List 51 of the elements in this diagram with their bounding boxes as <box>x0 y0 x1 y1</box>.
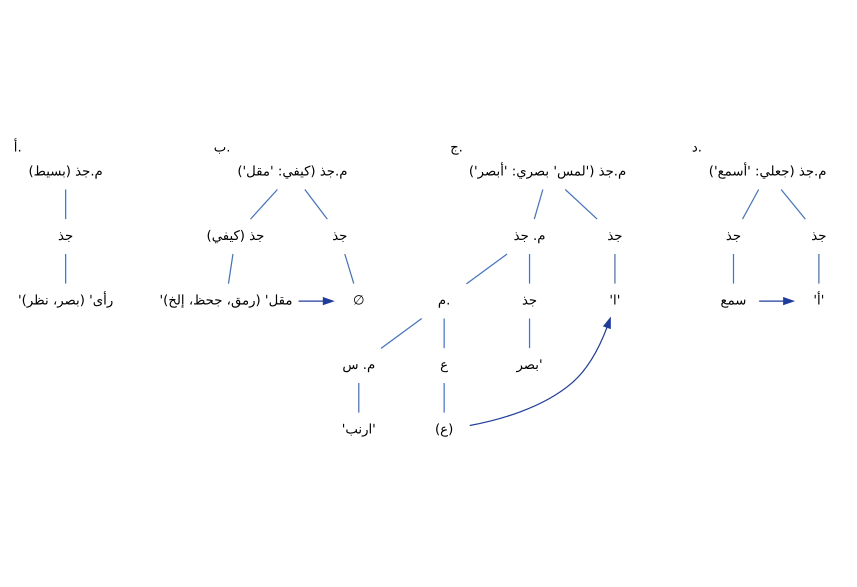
node-text: 'مقل' (رمق، جحظ، إلخ) <box>159 293 292 308</box>
node-text: م. س <box>342 358 376 373</box>
connector <box>65 254 66 284</box>
node-label: أ. <box>14 140 22 155</box>
node-text: 'ا' <box>609 293 620 308</box>
node-text: جذ <box>607 228 622 244</box>
connector <box>228 253 234 284</box>
node-text: بصر' <box>516 358 543 373</box>
connector <box>250 188 278 220</box>
node-text: م. <box>438 293 450 308</box>
connector <box>65 189 66 219</box>
connector <box>742 188 760 219</box>
node-text: م.جذ (كيفي: 'مقل') <box>237 164 348 180</box>
node-text: سمع <box>720 293 746 308</box>
connector <box>534 188 544 219</box>
connector <box>732 254 734 284</box>
node-text: 'أ' <box>813 293 824 308</box>
connector <box>466 253 508 284</box>
connector <box>444 382 445 412</box>
arrow <box>298 296 335 305</box>
connector <box>564 188 598 220</box>
node-label: ج. <box>450 140 463 155</box>
node-text: جذ <box>522 293 538 308</box>
node-text: 'رأى' (بصر، نظر) <box>18 293 114 308</box>
connector <box>304 188 328 219</box>
node-text: ع <box>440 358 448 373</box>
node-text: جذ <box>726 228 742 244</box>
node-text: ∅ <box>352 293 365 308</box>
connector <box>614 254 616 284</box>
node-text: م.جذ (بسيط) <box>28 164 103 180</box>
node-text: م. جذ <box>514 228 546 244</box>
connector <box>528 254 530 284</box>
connector <box>818 254 820 284</box>
node-label: ب. <box>214 140 231 155</box>
node-text: جذ <box>811 228 826 244</box>
connector <box>444 318 445 348</box>
node-label: د. <box>692 140 702 155</box>
node-text: م.جذ (جعلي: 'أسمع') <box>708 164 827 180</box>
node-text: م.جذ ('لمس' بصري: 'أبصر') <box>468 164 626 180</box>
arrow <box>759 296 796 305</box>
node-text: جذ <box>58 228 74 244</box>
connector <box>358 382 360 412</box>
connector <box>380 318 422 348</box>
node-text: جذ (كيفي) <box>206 228 264 244</box>
connector <box>528 318 530 348</box>
arrow <box>470 316 611 426</box>
connector <box>780 188 806 219</box>
node-text: جذ <box>332 228 348 244</box>
connector <box>344 253 354 284</box>
node-text: 'ارنب' <box>342 422 376 438</box>
node-text: (ع) <box>435 422 454 438</box>
